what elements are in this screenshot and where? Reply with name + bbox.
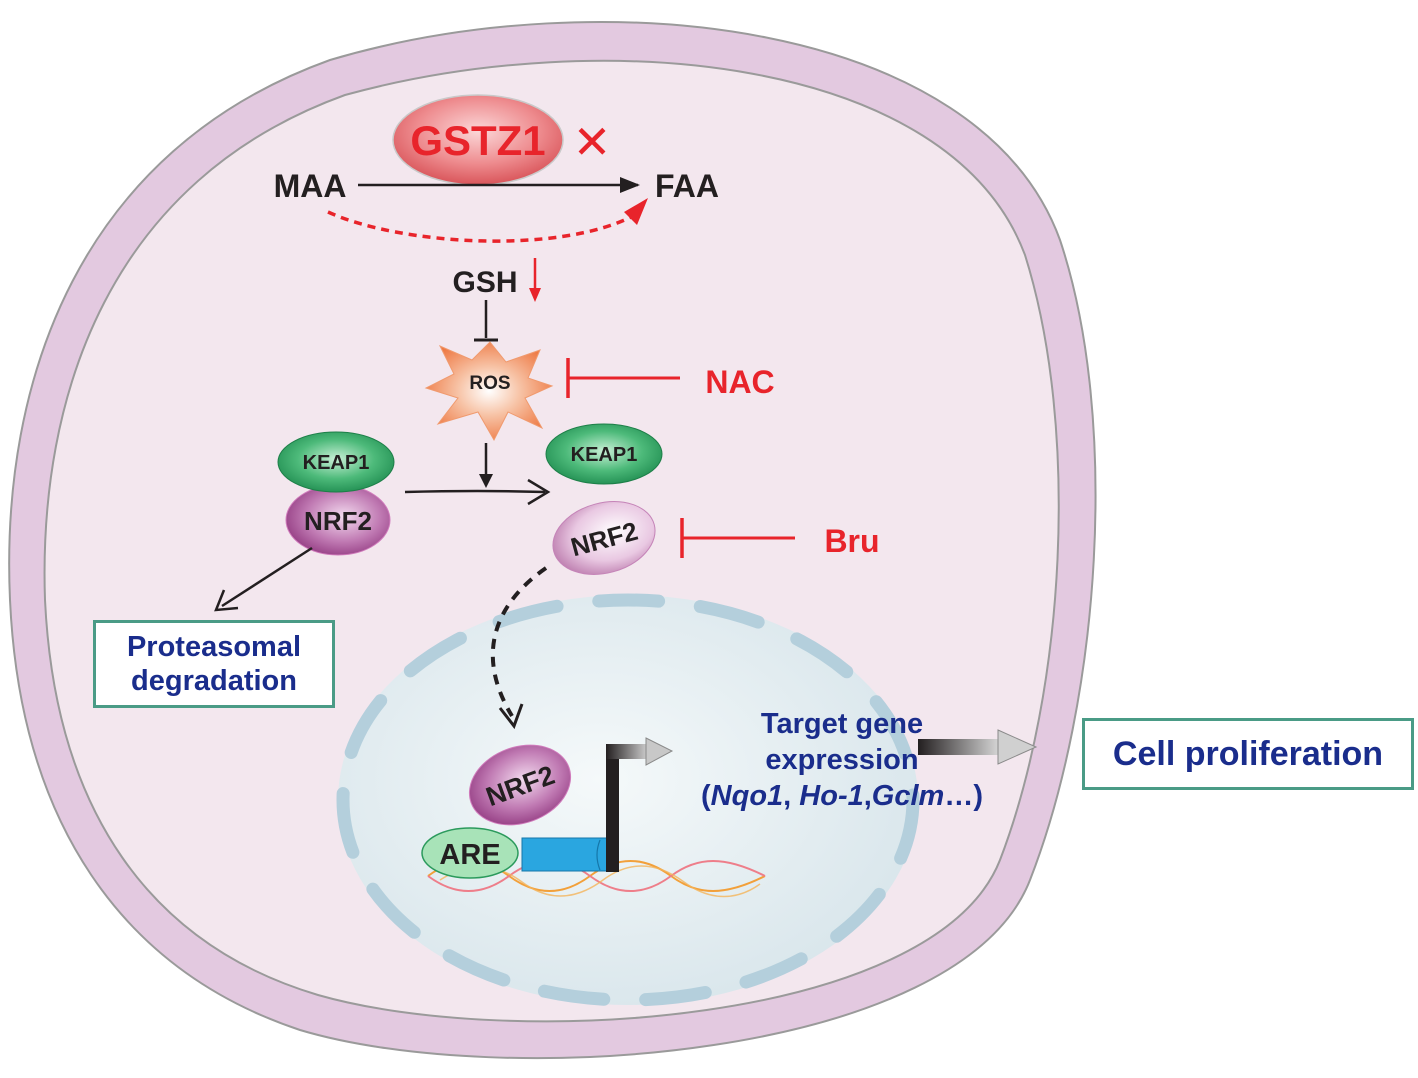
nrf2-nucleus-ellipse: [468, 744, 572, 826]
target-gene-expression: Target gene expression (Nqo1, Ho-1,Gclm……: [662, 706, 1022, 814]
nrf2-bound-label: NRF2: [304, 506, 372, 536]
keap1-bound-label: KEAP1: [303, 452, 370, 474]
gene-nqo1: Nqo1: [710, 780, 784, 812]
maa-label: MAA: [274, 168, 347, 204]
proliferation-arrowhead: [997, 729, 1038, 765]
are-ellipse: [421, 827, 519, 879]
gstz1-label: GSTZ1: [410, 117, 545, 164]
tss-horizontal: [606, 744, 650, 759]
bru-label: Bru: [824, 523, 879, 559]
target-line2: expression: [765, 744, 919, 776]
proteasomal-line2: degradation: [131, 665, 297, 697]
proteasomal-degradation-box: Proteasomal degradation: [93, 620, 335, 708]
keap1-free-ellipse: [545, 423, 663, 485]
promoter-box: [521, 837, 611, 872]
nac-label: NAC: [705, 364, 774, 400]
promoter-box-edge: [596, 839, 601, 871]
cross-mark-icon: ✕: [573, 116, 612, 168]
dissociation-arrowhead: [527, 478, 551, 506]
proliferation-arrow-body: [918, 739, 1000, 755]
sep-1: ,: [783, 780, 800, 812]
target-line1: Target gene: [760, 708, 924, 740]
gene-gclm: Gclm: [871, 780, 945, 812]
nuclear-envelope: [336, 593, 920, 1007]
tss-arrowhead: [645, 737, 674, 766]
degradation-arrow: [221, 546, 313, 608]
are-label: ARE: [439, 839, 500, 871]
translocation-arrowhead: [498, 703, 524, 730]
nrf2-free-ellipse: [552, 501, 656, 575]
cell-proliferation-label: Cell proliferation: [1112, 734, 1384, 773]
open-paren: (: [700, 780, 711, 812]
red-dashed-curve: [327, 210, 636, 243]
target-line3: (Nqo1, Ho-1,Gclm…): [662, 778, 1022, 814]
degradation-arrowhead: [214, 589, 239, 612]
proteasomal-line1: Proteasomal: [126, 631, 302, 663]
ros-label: ROS: [469, 373, 510, 394]
nuclear-translocation-arrow: [490, 566, 548, 718]
dissociation-arrow: [404, 489, 546, 494]
gene-ho1: Ho-1: [799, 780, 864, 812]
keap1-bound-ellipse: [277, 431, 395, 493]
cell-proliferation-box: Cell proliferation: [1082, 718, 1414, 790]
nucleus: [338, 595, 918, 1005]
sep-2: ,: [863, 780, 872, 812]
tss-vertical: [606, 758, 619, 872]
gsh-label: GSH: [452, 266, 517, 299]
gsh-down-arrowhead: [529, 288, 541, 302]
ros-down-arrowhead: [479, 474, 493, 488]
keap1-free-label: KEAP1: [571, 444, 638, 466]
maa-faa-arrowhead: [620, 177, 640, 193]
faa-label: FAA: [655, 168, 719, 204]
ros-star: [424, 341, 554, 442]
ellipsis: …): [944, 780, 983, 812]
red-curve-arrowhead: [624, 198, 648, 225]
